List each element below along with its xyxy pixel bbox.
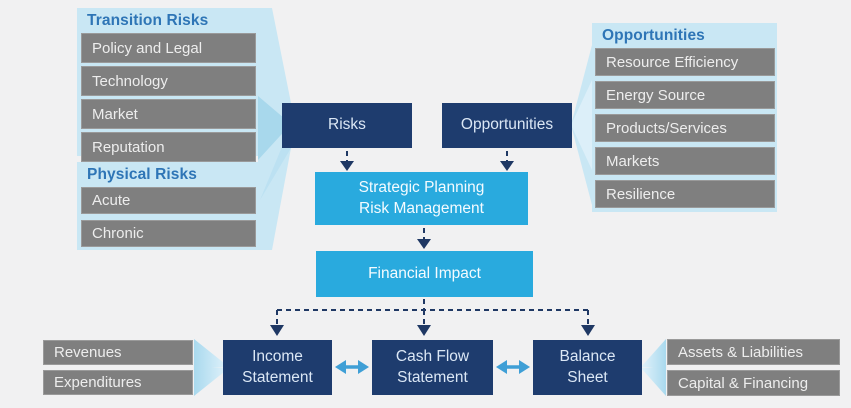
balance-sheet-box: Balance Sheet [533, 340, 642, 395]
cash-flow-statement-box: Cash Flow Statement [372, 340, 493, 395]
opportunity-item: Resource Efficiency [595, 48, 775, 76]
assets-arrow-shape [641, 339, 666, 368]
cash-flow-line1: Cash Flow [395, 348, 470, 366]
transition-risk-item: Market [81, 99, 256, 129]
opportunity-item: Energy Source [595, 81, 775, 109]
balance-sheet-line2: Sheet [567, 368, 608, 386]
opportunities-panel: Opportunities Resource Efficiency Energy… [592, 23, 777, 212]
opportunity-item: Products/Services [595, 114, 775, 142]
strategic-planning-box: Strategic Planning Risk Management [315, 172, 528, 225]
opportunities-panel-title: Opportunities [602, 27, 705, 44]
physical-risks-panel: Physical Risks Acute Chronic [77, 162, 258, 250]
expenditures-box: Expenditures [43, 370, 193, 395]
income-statement-line1: Income [252, 348, 303, 366]
transition-risk-item: Reputation [81, 132, 256, 162]
physical-risk-item: Chronic [81, 220, 256, 247]
transition-risks-panel: Transition Risks Policy and Legal Techno… [77, 8, 258, 162]
opportunities-label: Opportunities [460, 116, 554, 134]
capital-arrow-shape [641, 367, 666, 396]
transition-risks-title: Transition Risks [87, 12, 209, 29]
right-funnel-inner [571, 80, 592, 170]
opportunities-box: Opportunities [442, 103, 572, 148]
strategic-planning-line2: Risk Management [359, 199, 484, 217]
balance-sheet-line1: Balance [559, 348, 616, 366]
revenues-arrow-shape [194, 339, 229, 368]
capital-financing-box: Capital & Financing [667, 370, 840, 396]
left-funnel-shade-upper [258, 96, 291, 160]
physical-risk-item: Acute [81, 187, 256, 214]
transition-risk-item: Policy and Legal [81, 33, 256, 63]
transition-risk-item: Technology [81, 66, 256, 96]
income-statement-line2: Statement [242, 368, 313, 386]
risks-box: Risks [282, 103, 412, 148]
expenditures-arrow-shape [194, 367, 229, 396]
revenues-box: Revenues [43, 340, 193, 365]
cash-flow-line2: Statement [397, 368, 468, 386]
opportunity-item: Markets [595, 147, 775, 175]
financial-impact-label: Financial Impact [368, 264, 481, 282]
assets-liabilities-box: Assets & Liabilities [667, 339, 840, 365]
physical-risks-title: Physical Risks [87, 166, 197, 183]
income-statement-box: Income Statement [223, 340, 332, 395]
risks-label: Risks [328, 116, 366, 134]
opportunity-item: Resilience [595, 180, 775, 208]
strategic-planning-line1: Strategic Planning [358, 178, 485, 196]
financial-impact-box: Financial Impact [316, 251, 533, 297]
